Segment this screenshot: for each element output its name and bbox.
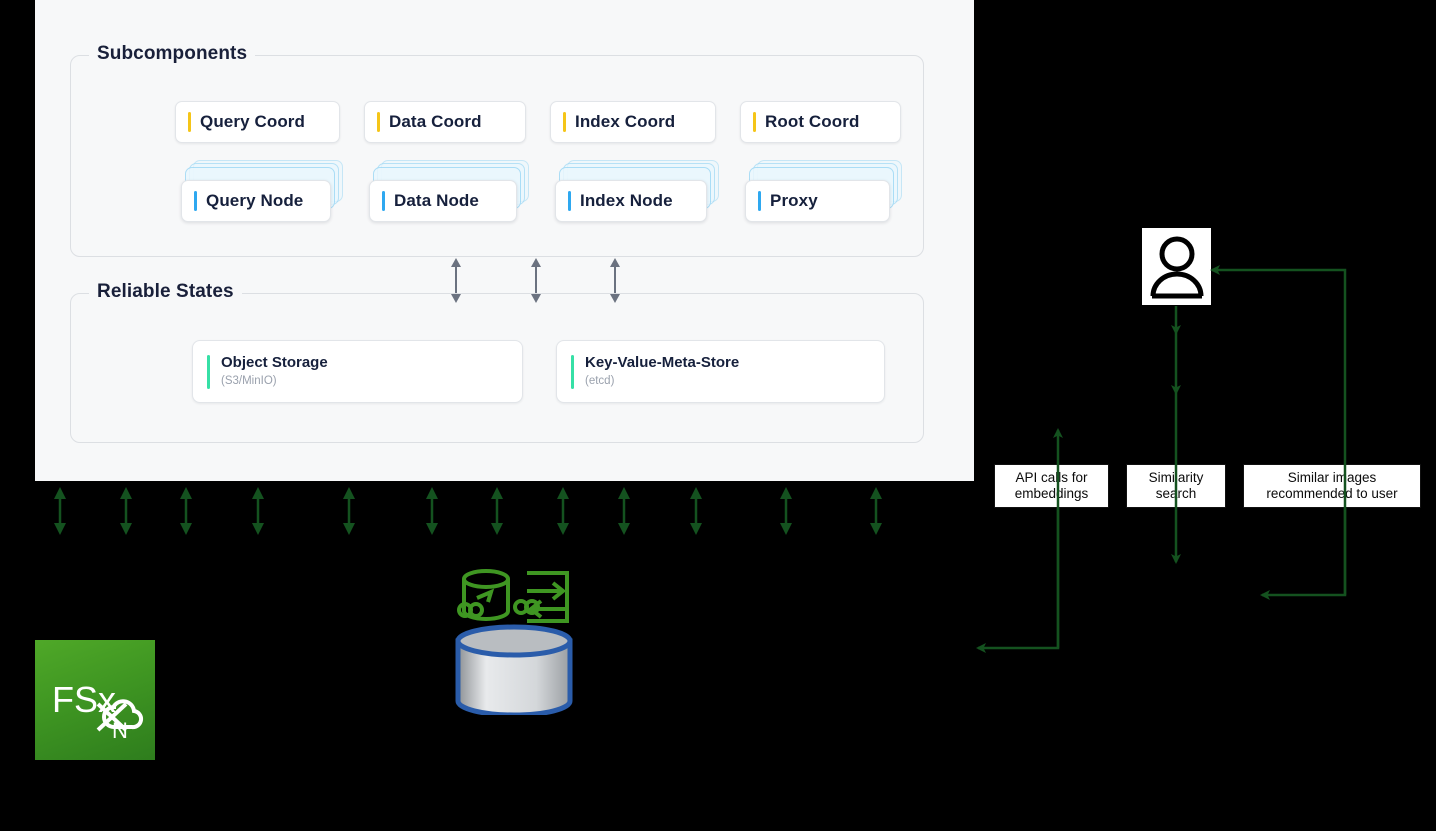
accent-bar-icon xyxy=(207,354,210,389)
fsxn-logo-icon: FSx N xyxy=(35,640,155,760)
card-index-node[interactable]: Index Node xyxy=(555,160,719,226)
accent-bar-icon xyxy=(377,112,380,132)
card-label: Query Coord xyxy=(200,112,306,131)
reliable-states-group: Reliable States xyxy=(70,281,924,443)
card-object-storage[interactable]: Object Storage (S3/MinIO) xyxy=(192,340,523,403)
card-query-node[interactable]: Query Node xyxy=(181,160,343,226)
accent-bar-icon xyxy=(568,191,571,211)
subcomponents-legend: Subcomponents xyxy=(89,43,256,65)
bidirectional-arrow-icon xyxy=(530,258,542,303)
stack-front: Proxy xyxy=(745,180,890,222)
bidirectional-arrow-icon xyxy=(450,258,462,303)
card-query-coord[interactable]: Query Coord xyxy=(175,101,340,143)
milvus-architecture-panel: Subcomponents Query Coord Data Coord Ind… xyxy=(35,0,974,481)
user-person-icon xyxy=(1142,228,1211,305)
bidirectional-arrow-icon xyxy=(609,258,621,303)
card-index-coord[interactable]: Index Coord xyxy=(550,101,716,143)
flow-label-line2: search xyxy=(1155,486,1197,501)
store-subtitle: (S3/MinIO) xyxy=(221,375,277,388)
stack-front: Query Node xyxy=(181,180,331,222)
bidirectional-arrow-icon xyxy=(779,487,793,535)
accent-bar-icon xyxy=(194,191,197,211)
bidirectional-arrow-icon xyxy=(425,487,439,535)
bidirectional-arrow-icon xyxy=(179,487,193,535)
database-cylinder-icon xyxy=(455,624,573,718)
card-data-node[interactable]: Data Node xyxy=(369,160,529,226)
stack-front: Data Node xyxy=(369,180,517,222)
store-title: Key-Value-Meta-Store xyxy=(585,353,740,371)
store-subtitle: (etcd) xyxy=(585,375,615,388)
bidirectional-arrow-icon xyxy=(869,487,883,535)
flow-label-line1: Similar images xyxy=(1287,470,1377,486)
flow-label-line2: embeddings xyxy=(1014,486,1089,501)
subcomponents-group: Subcomponents xyxy=(70,43,924,257)
flow-label-similar-images: Similar images recommended to user xyxy=(1243,464,1421,508)
reliable-states-legend: Reliable States xyxy=(89,281,242,303)
bidirectional-arrow-icon xyxy=(617,487,631,535)
card-label: Index Coord xyxy=(575,112,676,131)
stack-front: Index Node xyxy=(555,180,707,222)
bidirectional-arrow-icon xyxy=(119,487,133,535)
card-label: Data Node xyxy=(394,191,479,210)
card-key-value-meta-store[interactable]: Key-Value-Meta-Store (etcd) xyxy=(556,340,885,403)
card-label: Query Node xyxy=(206,191,304,210)
card-label: Root Coord xyxy=(765,112,860,131)
bidirectional-arrow-icon xyxy=(490,487,504,535)
storage-icon-group xyxy=(455,565,580,718)
accent-bar-icon xyxy=(563,112,566,132)
store-title: Object Storage xyxy=(221,353,328,371)
flow-label-line1: Similarity xyxy=(1148,470,1204,486)
accent-bar-icon xyxy=(753,112,756,132)
bidirectional-arrow-icon xyxy=(251,487,265,535)
bidirectional-arrow-icon xyxy=(556,487,570,535)
card-data-coord[interactable]: Data Coord xyxy=(364,101,526,143)
card-label: Proxy xyxy=(770,191,818,210)
s3-sync-bucket-icon xyxy=(457,569,510,621)
card-label: Index Node xyxy=(580,191,673,210)
bidirectional-arrow-icon xyxy=(689,487,703,535)
accent-bar-icon xyxy=(758,191,761,211)
svg-text:N: N xyxy=(112,718,128,740)
sync-exchange-arrows-icon xyxy=(513,571,569,623)
accent-bar-icon xyxy=(571,354,574,389)
accent-bar-icon xyxy=(188,112,191,132)
flow-label-line2: recommended to user xyxy=(1266,486,1398,501)
card-proxy[interactable]: Proxy xyxy=(745,160,902,226)
flow-label-similarity-search: Similarity search xyxy=(1126,464,1226,508)
bidirectional-arrow-icon xyxy=(342,487,356,535)
accent-bar-icon xyxy=(382,191,385,211)
flow-label-api-calls: API calls for embeddings xyxy=(994,464,1109,508)
card-root-coord[interactable]: Root Coord xyxy=(740,101,901,143)
bidirectional-arrow-icon xyxy=(53,487,67,535)
card-label: Data Coord xyxy=(389,112,482,131)
flow-label-line1: API calls for xyxy=(1015,470,1088,486)
